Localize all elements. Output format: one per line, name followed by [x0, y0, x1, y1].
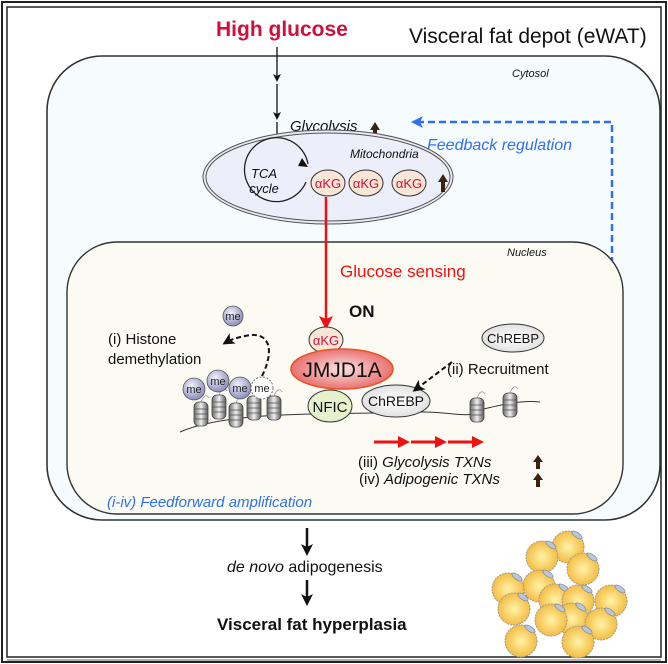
adipocyte — [525, 540, 559, 574]
svg-text:me: me — [210, 376, 225, 388]
akg-up-arrow-icon — [438, 174, 448, 192]
akg-mito-1: αKG — [310, 169, 346, 197]
svg-text:JMJD1A: JMJD1A — [302, 359, 381, 382]
feedforward-label: (i-iv) Feedforward amplification — [107, 494, 312, 511]
adipocyte — [584, 607, 618, 641]
me-removed: me — [250, 376, 274, 400]
jmjd1a-protein: JMJD1A — [290, 348, 394, 390]
nucleosome — [266, 389, 283, 421]
feedback-label: Feedback regulation — [427, 137, 572, 154]
me-3: me — [228, 376, 252, 400]
hyperplasia-label: Visceral fat hyperplasia — [217, 615, 407, 634]
cytosol-label: Cytosol — [512, 68, 549, 80]
svg-text:me: me — [186, 384, 201, 396]
tca-cycle — [243, 137, 309, 203]
recruitment-label: (ii) Recruitment — [447, 361, 550, 378]
akg-mito-2: αKG — [348, 169, 384, 197]
adipogenesis-label: de novo adipogenesis — [227, 559, 383, 576]
chrebp-bound-protein: ChREBP — [361, 384, 431, 418]
me-2: me — [206, 369, 230, 393]
adipocyte-cluster — [491, 530, 628, 659]
adipogenic-txn-label: (iv) Adipogenic TXNs — [359, 471, 500, 488]
adipocyte — [504, 624, 538, 658]
svg-text:me: me — [254, 383, 269, 395]
glycolysis-txn-label: (iii) Glycolysis TXNs — [358, 454, 492, 471]
glycolysis-up-arrow-icon — [370, 122, 380, 138]
svg-text:αKG: αKG — [353, 176, 379, 191]
nucleosome — [193, 395, 210, 427]
svg-text:αKG: αKG — [315, 176, 341, 191]
adipocyte — [566, 552, 600, 586]
adipocyte — [534, 603, 568, 637]
svg-text:αKG: αKG — [396, 176, 422, 191]
inner-frame — [6, 6, 662, 658]
histone-label-1: (i) Histone — [108, 331, 176, 348]
adipocyte — [497, 592, 531, 626]
nucleus-label: Nucleus — [507, 247, 547, 259]
svg-text:αKG: αKG — [313, 333, 339, 348]
glycolysis-txn-up-arrow-icon — [533, 455, 543, 469]
svg-text:ChREBP: ChREBP — [487, 331, 539, 346]
adipogenic-txn-up-arrow-icon — [533, 473, 543, 487]
svg-text:me: me — [225, 311, 240, 323]
nucleosome — [502, 386, 519, 418]
on-label: ON — [349, 302, 375, 321]
me-free: me — [222, 305, 244, 327]
glucose-sensing-label: Glucose sensing — [340, 262, 466, 281]
chrebp-free-protein: ChREBP — [481, 323, 545, 353]
tca-label-1: TCA — [251, 166, 277, 181]
nucleosome — [211, 388, 228, 420]
histone-label-2: demethylation — [108, 351, 201, 368]
demethylation-arrow — [222, 333, 270, 377]
svg-text:me: me — [232, 383, 247, 395]
depot-title: Visceral fat depot (eWAT) — [409, 25, 647, 48]
high-glucose-label: High glucose — [216, 18, 348, 41]
adipocyte — [561, 625, 595, 659]
akg-mito-3: αKG — [391, 169, 427, 197]
chromatin-strand — [179, 401, 541, 433]
nucleosome — [469, 391, 486, 423]
nfic-protein: NFIC — [307, 389, 353, 423]
me-1: me — [182, 377, 206, 401]
svg-text:NFIC: NFIC — [313, 399, 348, 416]
tca-label-2: cycle — [249, 181, 279, 196]
svg-text:ChREBP: ChREBP — [368, 393, 424, 409]
mitochondria-label: Mitochondria — [350, 147, 419, 161]
